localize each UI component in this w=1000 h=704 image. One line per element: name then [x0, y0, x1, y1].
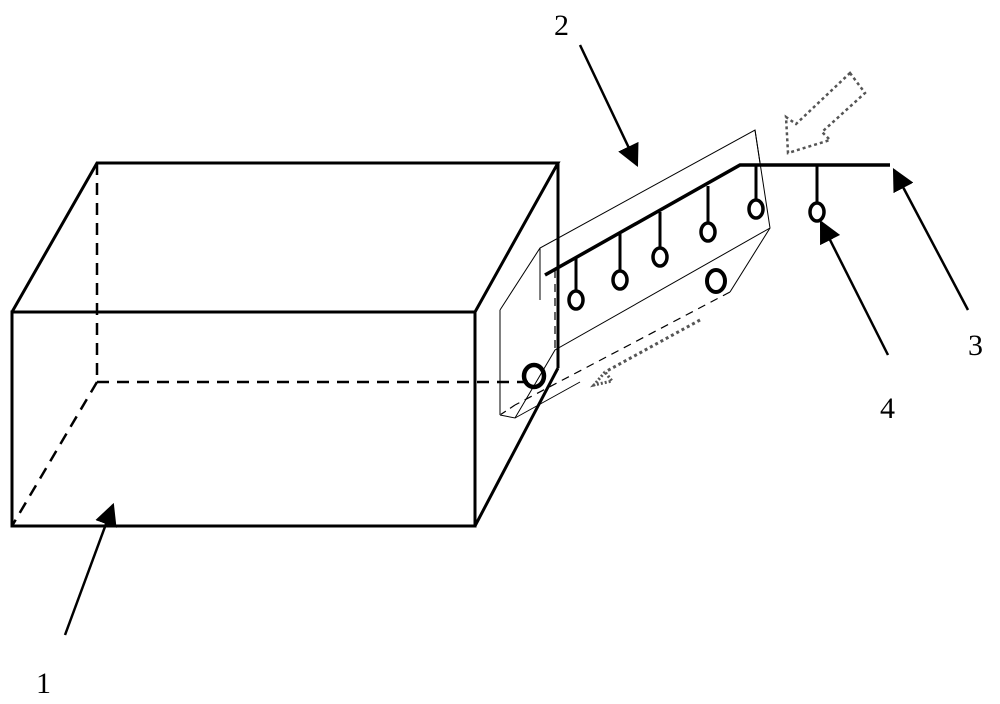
label-chute: 2: [554, 9, 569, 42]
box-top-edges: [10, 161, 561, 313]
flow-arrow-incoming: [784, 71, 867, 155]
label-rail: 3: [968, 329, 983, 362]
hook-ring: [699, 221, 717, 243]
chute-outline-edge: [754, 129, 761, 164]
label-box: 1: [36, 667, 51, 700]
leader-arrows: [63, 44, 970, 636]
hook-1: [567, 258, 585, 311]
flow-arrow-outgoing: [589, 318, 701, 388]
hook-ring: [808, 201, 826, 223]
rail-line: [544, 163, 890, 277]
hook-6: [808, 165, 826, 223]
hook-ring: [747, 198, 765, 220]
leader-arrow-1: [63, 502, 117, 636]
hook-ring: [651, 246, 669, 268]
hook-4: [699, 186, 717, 243]
hook-5: [747, 165, 765, 220]
chute-dashed-floor: [514, 291, 731, 406]
ring-at-outlet: [521, 362, 547, 390]
leader-arrow-4: [819, 219, 890, 356]
box-right-bottom-edge: [473, 367, 560, 527]
hook-2: [611, 234, 629, 291]
chute-component: [499, 129, 771, 419]
chute-inner-line: [514, 381, 581, 419]
leader-arrow-2: [578, 44, 639, 168]
hook-3: [651, 212, 669, 268]
chute-outline-lower: [729, 227, 771, 293]
hook-ring: [567, 289, 585, 311]
box-hidden-left-bottom: [10, 381, 99, 527]
box-component: [10, 161, 561, 528]
ring-on-chute: [705, 268, 727, 294]
hook-ring: [611, 269, 629, 291]
chute-dashed-back: [499, 404, 516, 416]
rail-component: [521, 163, 890, 390]
label-hook: 4: [880, 392, 895, 425]
leader-arrow-3: [892, 168, 970, 311]
box-front-face: [10, 310, 477, 528]
